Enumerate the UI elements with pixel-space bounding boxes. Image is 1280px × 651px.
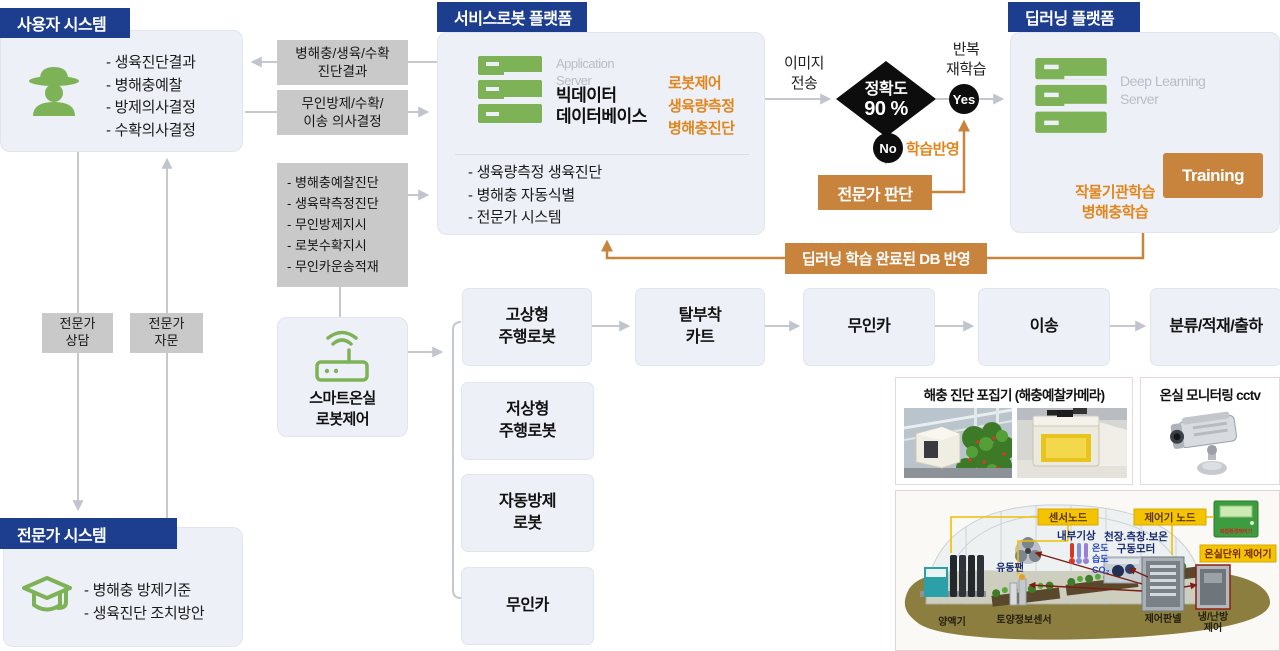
sensor-node-box (1037, 508, 1099, 526)
robot-box-transfer: 이송 (978, 288, 1110, 366)
inner-weather-label: 내부기상 (1057, 529, 1096, 542)
service-platform-header: 서비스로봇 플랫폼 (437, 2, 587, 32)
sensor-node-label: 센서노드 (1049, 511, 1088, 524)
smart-greenhouse-label: 스마트온실 로봇제어 (309, 390, 376, 428)
device-label: 복합환경제어기 (1220, 528, 1253, 535)
control-arrows (1028, 551, 1198, 592)
cctv-box: 온실 모니터링 cctv (1140, 377, 1280, 485)
accuracy-line1: 정확도 (864, 81, 908, 98)
nutrient-machine (920, 555, 986, 597)
list-item: - 병해충 방제기준 (84, 582, 191, 599)
expert-judgement-box: 전문가 판단 (818, 175, 932, 210)
robot-box-shipping: 분류/적재/출하 (1150, 288, 1280, 366)
router-icon (315, 330, 369, 382)
list-item: - 수확의사결정 (106, 121, 196, 139)
deep-learning-server-label: Deep Learning Server (1120, 73, 1206, 108)
image-transfer-label: 이미지 전송 (784, 55, 824, 93)
soil-sensor-device (1009, 574, 1027, 606)
sensor-wires (950, 516, 1214, 575)
training-box: Training (1163, 153, 1263, 198)
cctv-camera-icon (1170, 411, 1238, 475)
list-item: - 병해충 자동식별 (468, 186, 575, 204)
controller-node-label: 제어기 노드 (1144, 511, 1196, 524)
hvac-photo (1195, 564, 1231, 610)
pest-trap-box: 해충 진단 포집기 (해충예찰카메라) (895, 377, 1133, 485)
list-item: - 병해충예찰 (106, 76, 183, 94)
smart-greenhouse-panel (277, 317, 408, 437)
accuracy-line2: 90 % (864, 98, 908, 120)
retraining-label: 반복 재학습 (946, 41, 986, 79)
robot-box-unmanned-car: 무인카 (803, 288, 935, 366)
greenhouse-illustration: 복합환경제어기 (904, 500, 1277, 640)
pest-trap-photo-device (1017, 408, 1127, 478)
list-item: - 병해충예찰진단 (287, 175, 379, 190)
robot-box-low-rail: 저상형 주행로봇 (461, 382, 594, 460)
platform-divider (455, 154, 749, 155)
nutrient-machine-label: 양액기 (938, 615, 966, 628)
control-panel-cabinet (1141, 556, 1185, 612)
yes-node (949, 84, 979, 114)
thermometer-icons (1069, 543, 1089, 564)
accuracy-label: 정확도 90 % (841, 75, 931, 120)
deep-platform-header: 딥러닝 플랫폼 (1008, 2, 1140, 32)
diagnosis-result-box: 병해충/생육/수확 진단결과 (277, 40, 408, 85)
list-item: - 생육략측정진단 (287, 196, 379, 212)
line-robot-branch (452, 321, 462, 599)
accuracy-decision-diamond (836, 61, 936, 137)
learning-reflect-label: 학습반영 (906, 141, 960, 158)
greenhouse-illustration-box: 복합환경제어기 (895, 490, 1280, 651)
platform-functions-label: 로봇제어 생육량측정 병해충진단 (668, 75, 735, 137)
pest-trap-title: 해충 진단 포집기 (해충예찰카메라) (923, 388, 1106, 403)
service-platform-list: - 생육량측정 생육진단 - 병해충 자동식별 - 전문가 시스템 (468, 162, 602, 230)
pest-trap-photo-greenhouse (904, 408, 1012, 478)
soil-sensor-label: 토양정보센서 (996, 613, 1051, 626)
list-item: - 무인방제지시 (287, 217, 367, 233)
no-label: No (879, 141, 896, 156)
temp-label: 온도 (1092, 543, 1109, 553)
application-server-icon (478, 56, 542, 123)
cctv-title: 온실 모니터링 cctv (1159, 388, 1261, 403)
fan-label: 유동팬 (996, 561, 1024, 574)
robot-command-box: - 병해충예찰진단 - 생육략측정진단 - 무인방제지시 - 로봇수확지시 - … (277, 163, 408, 287)
user-system-header: 사용자 시스템 (0, 8, 130, 38)
hvac-label-2: 제어 (1204, 621, 1222, 634)
robot-box-unmanned-car2: 무인카 (461, 567, 594, 645)
hvac-label-1: 냉/난방 (1198, 610, 1229, 623)
application-server-label: Application Server (556, 56, 615, 88)
expert-system-header: 전문가 시스템 (0, 518, 177, 549)
motor-label-2: 구동모터 (1117, 542, 1156, 555)
humidity-label: 습도 (1092, 553, 1109, 564)
list-item: - 생육량측정 생육진단 (468, 164, 602, 181)
db-reflect-box: 딥러닝 학습 완료된 DB 반영 (785, 243, 987, 274)
robot-box-cart: 탈부착 카트 (635, 288, 765, 366)
robot-box-high-rail: 고상형 주행로봇 (462, 288, 592, 366)
controller-node-box (1133, 508, 1207, 526)
list-item: - 방제의사결정 (106, 99, 196, 116)
list-item: - 무인카운송적재 (287, 259, 379, 275)
user-system-list: - 생육진단결과 - 병해충예찰 - 방제의사결정 - 수확의사결정 (106, 52, 196, 142)
unit-controller-box (1199, 544, 1277, 563)
expert-system-list: - 병해충 방제기준 - 생육진단 조치방안 (84, 580, 205, 625)
list-item: - 생육진단결과 (106, 54, 196, 71)
unmanned-decision-box: 무인방제/수확/ 이송 의사결정 (277, 90, 408, 135)
motor-label-1: 천장.측창.보온 (1104, 530, 1168, 543)
list-item: - 로봇수확지시 (287, 238, 367, 254)
robot-box-auto-control: 자동방제 로봇 (461, 474, 594, 552)
list-item: - 생육진단 조치방안 (84, 604, 205, 622)
unit-controller-device: 복합환경제어기 (1213, 500, 1259, 538)
expert-advice-box: 전문가 자문 (130, 313, 203, 353)
list-item: - 전문가 시스템 (468, 209, 562, 226)
graduation-cap-icon (22, 576, 72, 612)
bigdata-database-label: 빅데이터 데이터베이스 (556, 86, 647, 127)
farmer-icon (29, 67, 79, 116)
expert-consult-box: 전문가 상담 (42, 313, 113, 353)
deep-learning-server-icon (1035, 58, 1107, 133)
no-node (873, 133, 903, 163)
co2-label: CO₂ (1092, 565, 1110, 575)
control-panel-label: 제어판넬 (1145, 612, 1182, 625)
learning-labels: 작물기관학습 병해충학습 (1075, 184, 1155, 222)
arrow-judgement-to-yes (932, 119, 970, 194)
unit-controller-label: 온실단위 제어기 (1204, 548, 1271, 561)
yes-label: Yes (953, 92, 975, 107)
